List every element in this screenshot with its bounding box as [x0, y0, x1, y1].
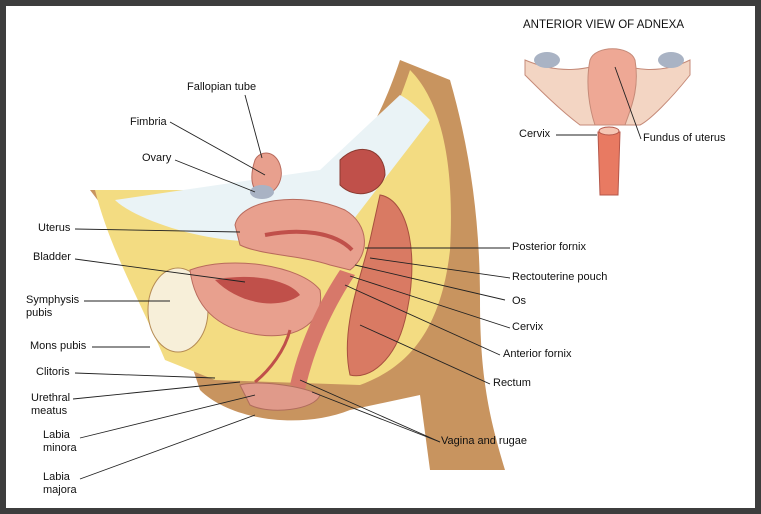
- vagina: [290, 270, 355, 390]
- label-line: Labia: [43, 471, 70, 483]
- label-line: Labia: [43, 429, 70, 441]
- label-line: minora: [43, 442, 77, 454]
- label-anterior-fornix: Anterior fornix: [503, 348, 572, 360]
- label-cervix: Cervix: [512, 321, 544, 333]
- fallopian-tube: [251, 152, 282, 196]
- label-vagina-rugae: Vagina and rugae: [441, 435, 528, 447]
- label-line: Urethral: [31, 392, 71, 404]
- label-line: pubis: [26, 307, 53, 319]
- inset-title: ANTERIOR VIEW OF ADNEXA: [523, 19, 685, 31]
- label-os: Os: [512, 295, 527, 307]
- label-fundus: Fundus of uterus: [643, 132, 726, 144]
- label-fimbria: Fimbria: [130, 116, 167, 128]
- ovary: [250, 185, 274, 199]
- label-line: meatus: [31, 405, 68, 417]
- label-rectum: Rectum: [493, 377, 531, 389]
- label-inset-cervix: Cervix: [519, 128, 551, 140]
- bladder-lumen: [215, 276, 300, 304]
- label-uterus: Uterus: [38, 222, 71, 234]
- label-rectouterine-pouch: Rectouterine pouch: [512, 271, 608, 283]
- label-ovary: Ovary: [142, 152, 172, 164]
- label-bladder: Bladder: [33, 251, 71, 263]
- label-line: majora: [43, 484, 77, 496]
- label-mons-pubis: Mons pubis: [30, 340, 87, 352]
- label-line: Symphysis: [26, 294, 80, 306]
- peritoneum: [115, 95, 430, 250]
- leader-lines: [72, 66, 642, 480]
- uterus: [234, 198, 365, 271]
- sigmoid-colon: [339, 148, 386, 195]
- anatomy-diagram: ANTERIOR VIEW OF ADNEXA Cervix Fundus of…: [6, 6, 755, 508]
- sagittal-illustration: [72, 48, 691, 480]
- inset-uterus-anterior: [524, 48, 691, 196]
- uterine-cavity: [264, 229, 354, 252]
- label-fallopian-tube: Fallopian tube: [187, 81, 257, 93]
- label-posterior-fornix: Posterior fornix: [512, 241, 586, 253]
- urethra: [254, 329, 292, 384]
- label-clitoris: Clitoris: [36, 366, 70, 378]
